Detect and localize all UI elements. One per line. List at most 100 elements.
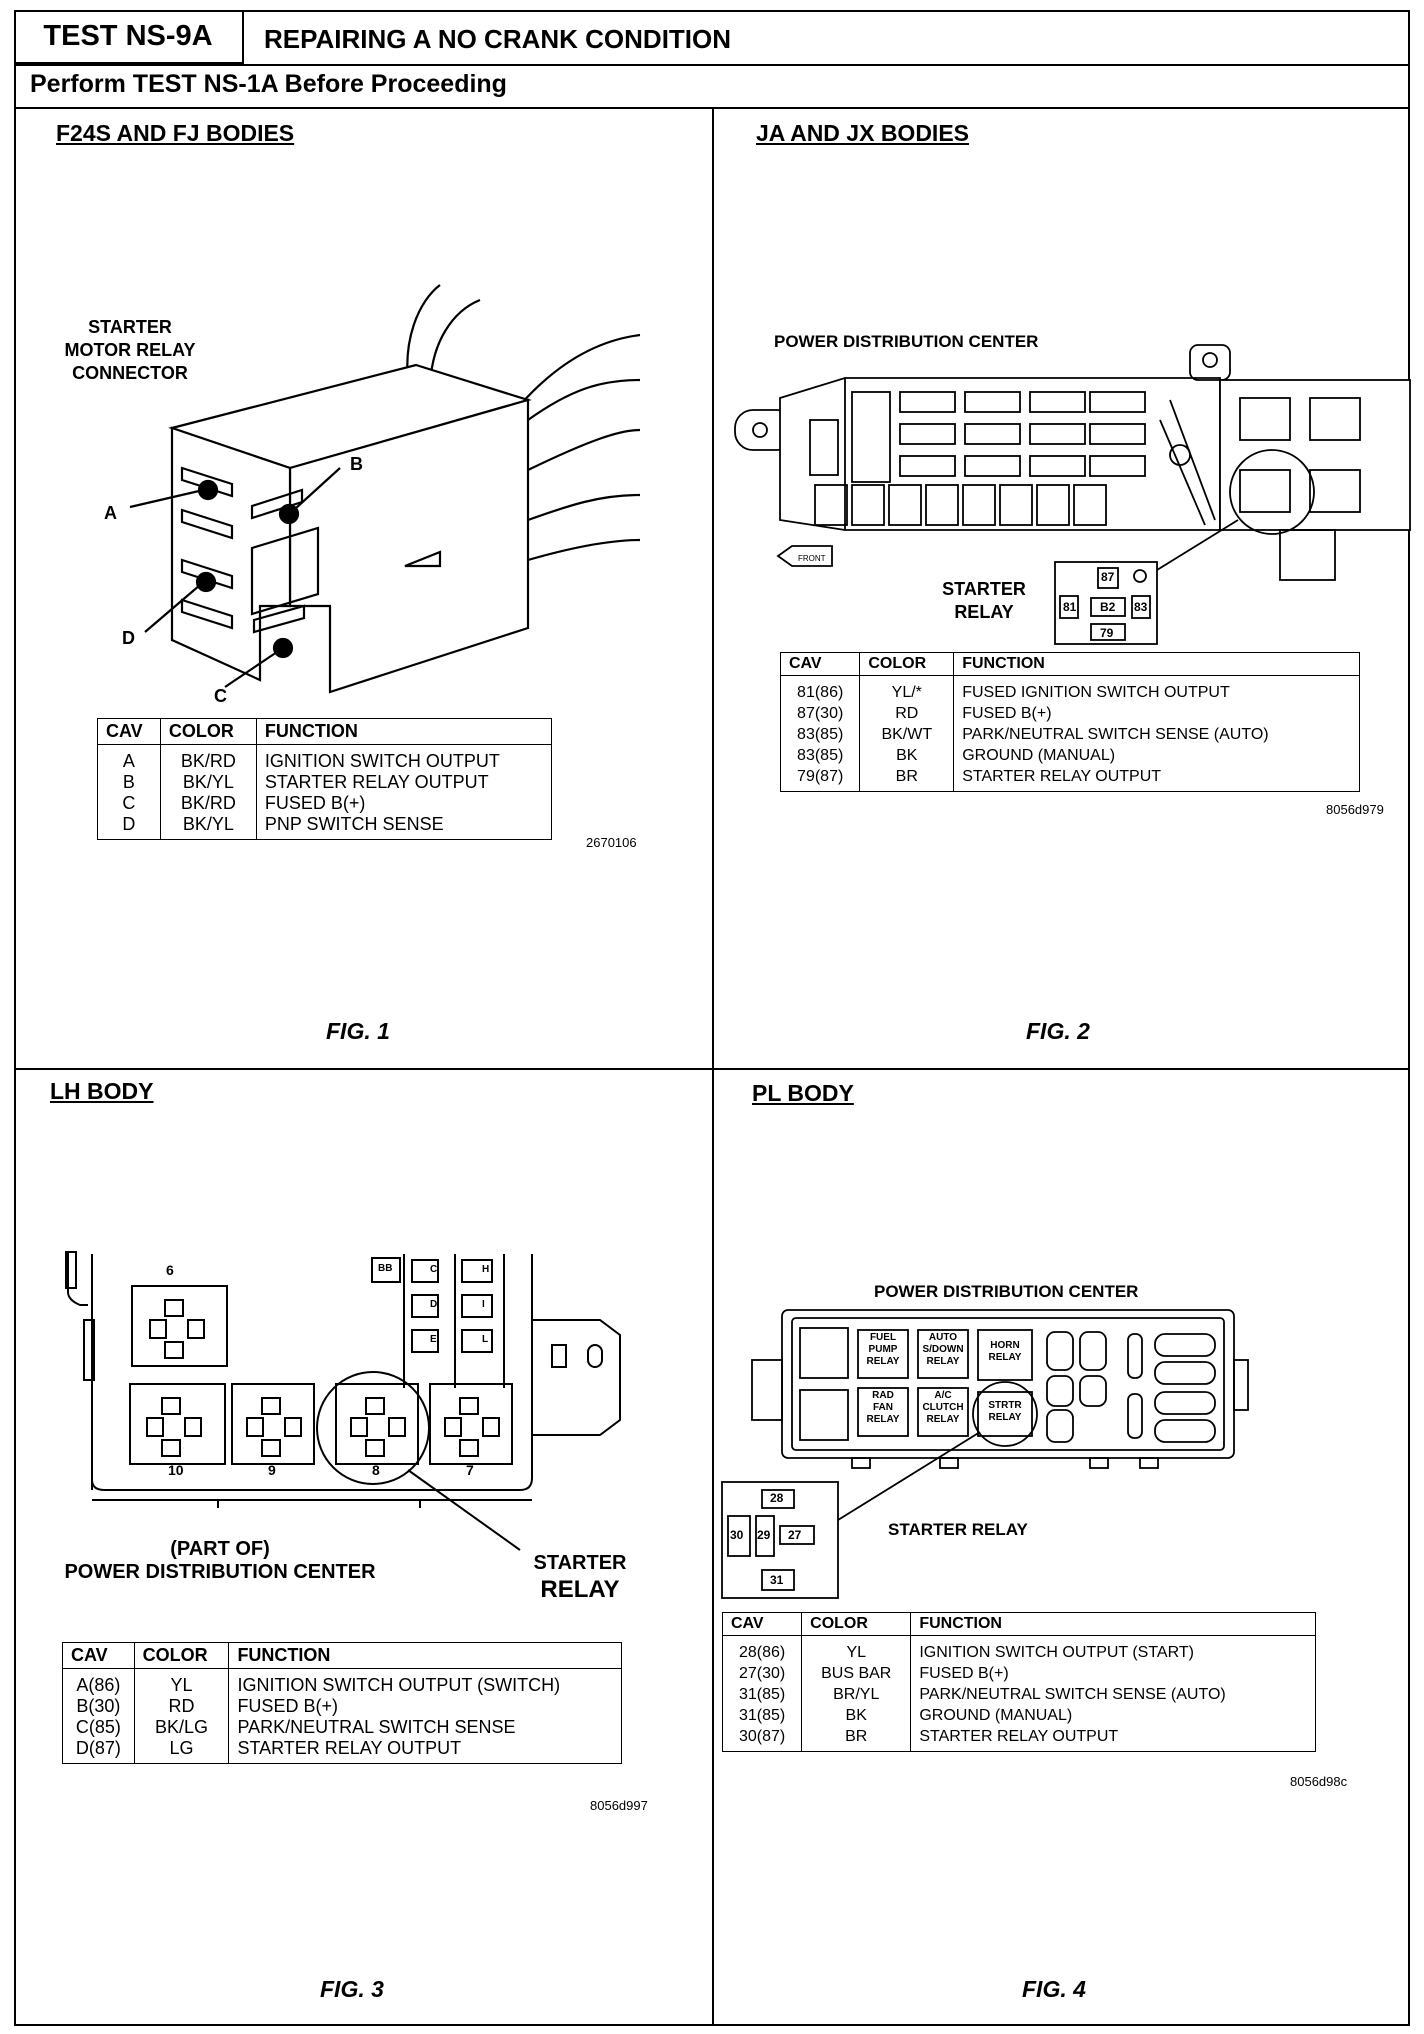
cell: BR — [801, 1726, 912, 1752]
pin-c-label: C — [214, 686, 227, 706]
fig2-caption: FIG. 2 — [1026, 1018, 1090, 1044]
cell: PNP SWITCH SENSE — [255, 814, 553, 840]
pdc-label-line: (PART OF) — [170, 1538, 270, 1560]
cell: 79(87) — [779, 766, 861, 792]
fig2-relay-label: STARTER RELAY — [924, 578, 1044, 624]
relay-label-line: RELAY — [866, 1414, 900, 1425]
col-color: COLOR — [159, 718, 257, 745]
fig4-code: 8056d98c — [1290, 1774, 1348, 1789]
cell: 27(30) — [721, 1663, 803, 1684]
cell: FUSED B(+) — [910, 1663, 1316, 1684]
relay-label-line: CLUTCH — [922, 1402, 964, 1413]
fuse-letter: L — [482, 1334, 489, 1345]
col-function: FUNCTION — [255, 718, 553, 745]
relay-label-line: RELAY — [926, 1414, 960, 1425]
pin-a-label: A — [104, 503, 117, 523]
fig2-title: JA AND JX BODIES — [756, 120, 970, 146]
fig3-code: 8056d997 — [590, 1798, 648, 1813]
cell: YL — [133, 1668, 230, 1696]
pin-d-label: D — [122, 628, 135, 648]
cell: IGNITION SWITCH OUTPUT (SWITCH) — [228, 1668, 622, 1696]
relay-label-line: FAN — [873, 1402, 893, 1413]
relay-label-line: HORN — [990, 1340, 1020, 1351]
cell: A(86) — [62, 1668, 135, 1696]
cell: FUSED B(+) — [255, 793, 553, 814]
test-id: TEST NS-9A — [14, 10, 244, 64]
relay-pin: 31 — [770, 1573, 784, 1587]
relay-label-line: RELAY — [954, 602, 1014, 622]
cell: STARTER RELAY OUTPUT — [910, 1726, 1316, 1752]
connector-label-line: CONNECTOR — [72, 363, 188, 383]
relay-label-line: PUMP — [868, 1344, 898, 1355]
relay-pin: 79 — [1100, 626, 1114, 640]
col-function: FUNCTION — [953, 652, 1360, 676]
cell: 30(87) — [721, 1726, 803, 1752]
cell: BK/WT — [859, 724, 955, 745]
relay-pin: 28 — [770, 1491, 784, 1505]
cell: 83(85) — [779, 745, 861, 766]
fuse-letter: E — [430, 1334, 437, 1345]
cell: 83(85) — [779, 724, 861, 745]
cell: D — [97, 814, 161, 840]
cell: 31(85) — [721, 1705, 803, 1726]
cell: STARTER RELAY OUTPUT — [953, 766, 1360, 792]
cell: YL — [801, 1635, 912, 1663]
front-arrow-label: FRONT — [798, 554, 826, 563]
connector-label: STARTER MOTOR RELAY CONNECTOR — [40, 316, 220, 385]
relay-pin: 30 — [730, 1528, 744, 1542]
pdc-label-line: POWER DISTRIBUTION CENTER — [64, 1561, 376, 1583]
fuse-letter: C — [430, 1264, 438, 1275]
cell: FUSED B(+) — [953, 703, 1360, 724]
col-cav: CAV — [97, 718, 161, 745]
cell: BUS BAR — [801, 1663, 912, 1684]
cell: BR/YL — [801, 1684, 912, 1705]
horizontal-divider — [14, 1068, 1410, 1070]
relay-number: 9 — [268, 1462, 276, 1478]
cell: PARK/NEUTRAL SWITCH SENSE (AUTO) — [953, 724, 1360, 745]
relay-label-line: A/C — [934, 1390, 952, 1401]
cell: FUSED B(+) — [228, 1696, 622, 1717]
fuse-letter: BB — [378, 1263, 393, 1274]
cell: STARTER RELAY OUTPUT — [228, 1738, 622, 1764]
cell: 28(86) — [721, 1635, 803, 1663]
pin-b-label: B — [350, 454, 363, 474]
fig3-relay-label: STARTER RELAY — [520, 1552, 640, 1605]
relay-label-line: FUEL — [869, 1332, 897, 1343]
relay-number: 8 — [372, 1462, 380, 1478]
fig4-caption: FIG. 4 — [1022, 1976, 1086, 2002]
connector-label-line: MOTOR RELAY — [64, 340, 196, 360]
connector-label-line: STARTER — [88, 317, 172, 337]
relay-label-line: RELAY — [988, 1412, 1022, 1423]
fig4-title: PL BODY — [752, 1080, 854, 1106]
fig2-pdc-label: POWER DISTRIBUTION CENTER — [774, 332, 1039, 351]
cell: D(87) — [62, 1738, 135, 1764]
cell: BK/RD — [159, 744, 257, 772]
cell: RD — [133, 1696, 230, 1717]
relay-label-line: RELAY — [866, 1356, 900, 1367]
relay-label-line: RELAY — [926, 1356, 960, 1367]
relay-label-line: AUTO — [928, 1332, 958, 1343]
cell: PARK/NEUTRAL SWITCH SENSE (AUTO) — [910, 1684, 1316, 1705]
cell: BK/YL — [159, 814, 257, 840]
relay-pin: 81 — [1063, 600, 1077, 614]
